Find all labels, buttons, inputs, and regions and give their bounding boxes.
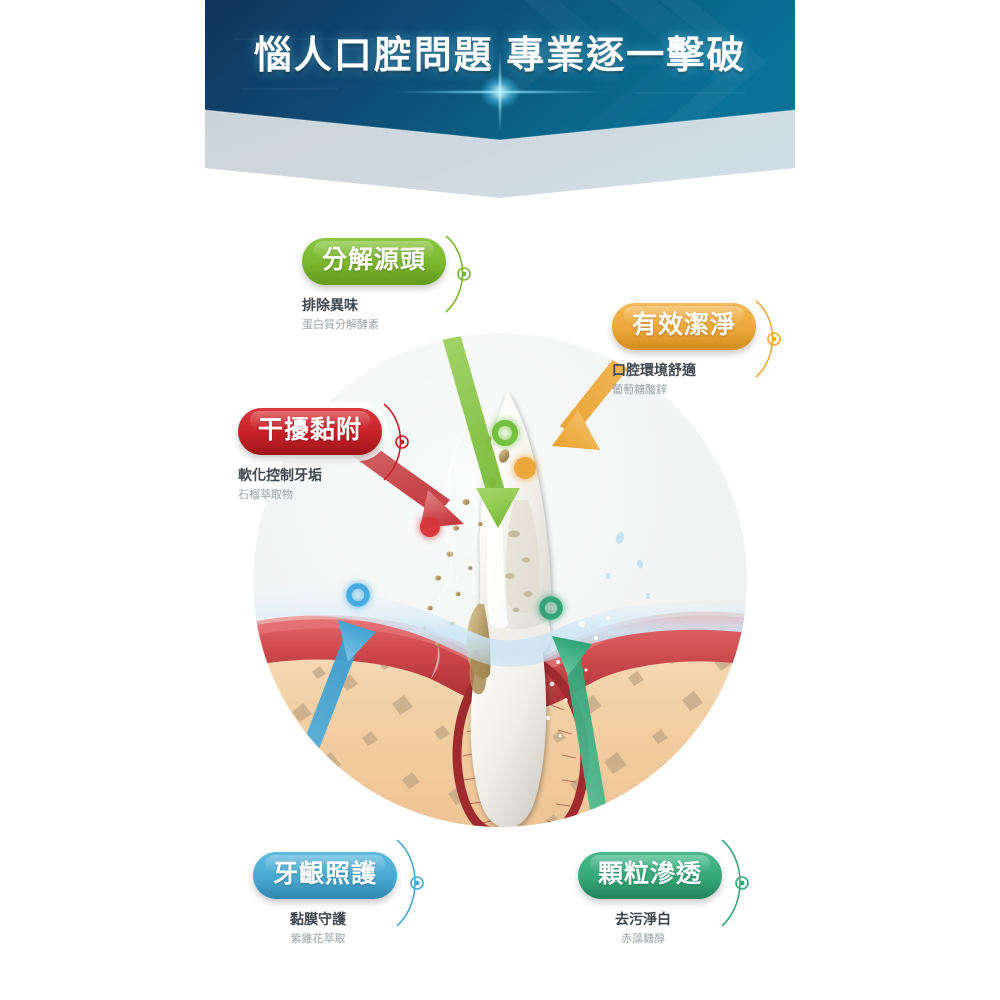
connector-arc-granule-penetrate — [721, 839, 749, 927]
tooth-illustration — [252, 332, 748, 828]
bubbles — [454, 576, 610, 738]
callout-sub-effective-clean: 口腔環境舒適 — [612, 362, 696, 378]
callout-pill-decompose-source[interactable]: 分解源頭 — [302, 238, 447, 285]
tooth-body — [470, 392, 551, 827]
callout-decompose-source[interactable]: 分解源頭 排除異味 蛋白質分解酵素 — [302, 235, 471, 332]
connector-arc-gum-care — [396, 839, 424, 927]
callout-cap-granule-penetrate: 赤藻糖醇 — [621, 932, 665, 945]
banner-light-chevron — [205, 110, 795, 198]
connector-arc-effective-clean — [755, 300, 781, 378]
callout-effective-clean[interactable]: 有效潔淨 口腔環境舒適 葡萄糖酸鋅 — [612, 300, 781, 397]
callout-cap-gum-care: 紫錐花萃取 — [290, 932, 346, 945]
callout-interfere-adhesion[interactable]: 干擾黏附 軟化控制牙垢 石榴萃取物 — [238, 403, 409, 502]
dot-interfere-adhesion — [420, 517, 440, 537]
callout-sub-interfere-adhesion: 軟化控制牙垢 — [238, 467, 322, 483]
target-dots — [346, 420, 563, 620]
callout-pill-effective-clean[interactable]: 有效潔淨 — [612, 303, 757, 350]
water-droplets — [605, 532, 651, 599]
dot-gum-care — [346, 583, 370, 607]
callout-cap-effective-clean: 葡萄糖酸鋅 — [612, 383, 667, 396]
callout-gum-care[interactable]: 牙齦照護 黏膜守護 紫錐花萃取 — [253, 839, 424, 946]
callout-sub-gum-care: 黏膜守護 — [290, 911, 346, 927]
connector-arc-decompose-source — [445, 235, 471, 313]
callout-sub-decompose-source: 排除異味 — [302, 297, 358, 313]
dot-decompose-source — [492, 420, 518, 446]
callout-cap-decompose-source: 蛋白質分解酵素 — [302, 318, 379, 331]
dot-effective-clean — [514, 457, 536, 479]
callout-pill-granule-penetrate[interactable]: 顆粒滲透 — [578, 852, 723, 899]
header-banner: 惱人口腔問題 專業逐一擊破 — [205, 0, 795, 200]
callout-pill-gum-care[interactable]: 牙齦照護 — [253, 852, 398, 899]
dot-granule-penetrate — [539, 596, 563, 620]
callout-granule-penetrate[interactable]: 顆粒滲透 去污淨白 赤藻糖醇 — [578, 839, 749, 946]
arrow-granule-penetrate — [552, 636, 620, 827]
saliva-layer — [253, 532, 747, 738]
callout-cap-interfere-adhesion: 石榴萃取物 — [238, 488, 293, 501]
tooth-cross-section-graphic — [253, 333, 747, 827]
page-title: 惱人口腔問題 專業逐一擊破 — [253, 35, 747, 77]
callout-sub-granule-penetrate: 去污淨白 — [615, 911, 671, 927]
callout-pill-interfere-adhesion[interactable]: 干擾黏附 — [238, 408, 383, 455]
surface-stains — [505, 530, 533, 613]
arrow-decompose-source — [429, 333, 520, 528]
